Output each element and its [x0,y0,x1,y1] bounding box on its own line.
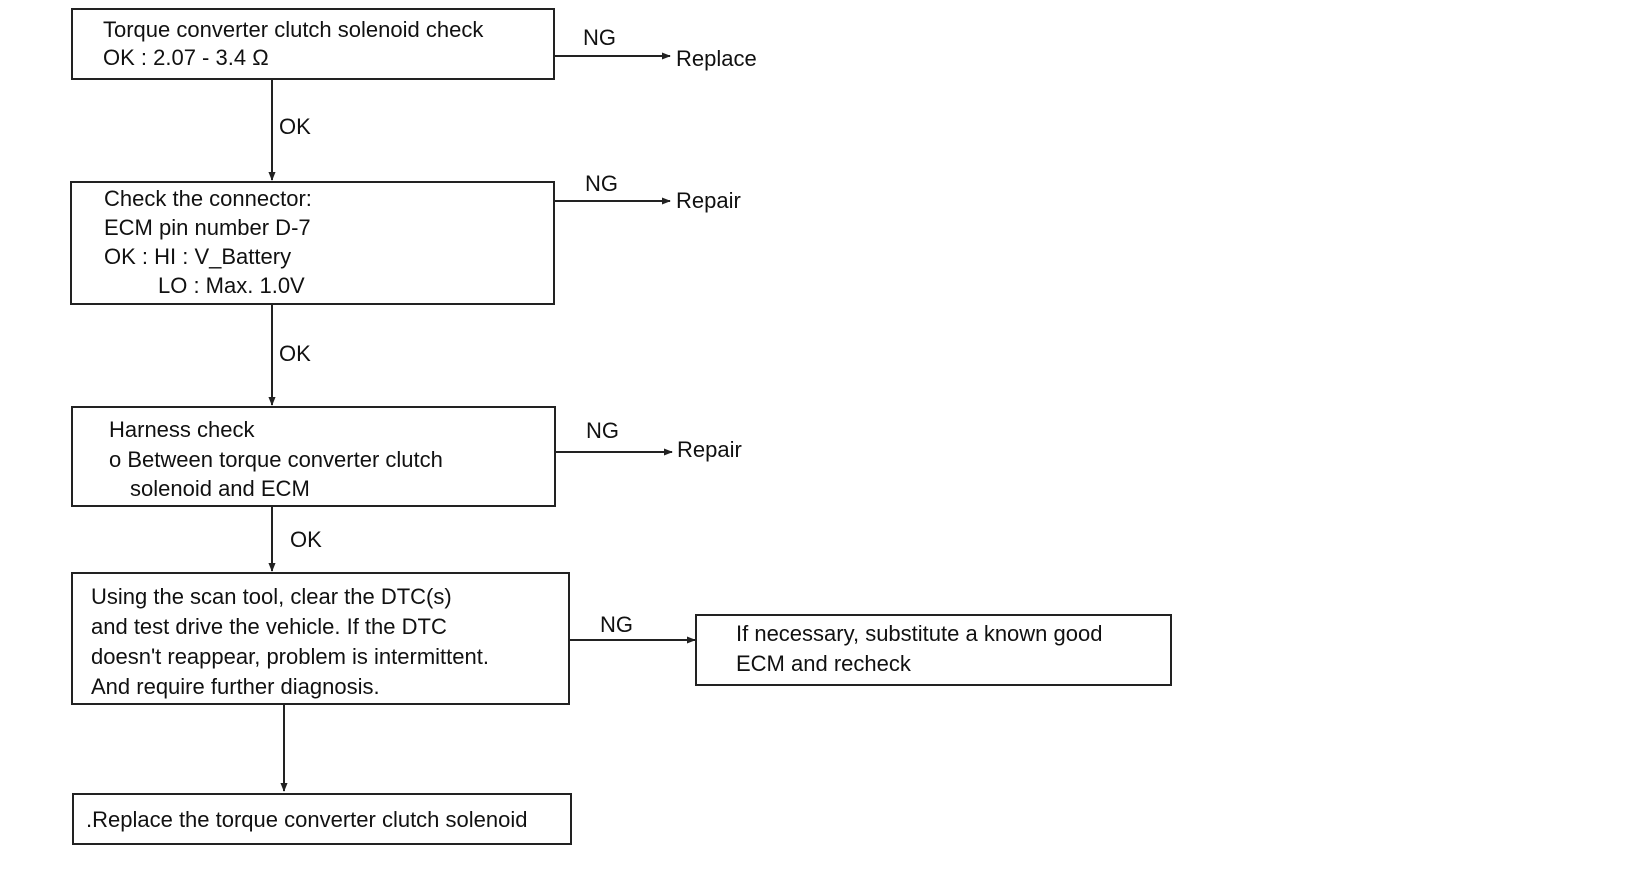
step-3-ng-label: NG [586,418,619,443]
step-4-box: Using the scan tool, clear the DTC(s) an… [71,572,570,705]
step-1-line-1: Torque converter clutch solenoid check [103,17,484,42]
step-4-line-3: doesn't reappear, problem is intermitten… [91,644,489,669]
step-1-ng-action: Replace [676,46,757,71]
step-2-ok-label: OK [279,341,311,366]
step-2-line-2: ECM pin number D-7 [104,215,311,240]
step-3-line-1: Harness check [109,417,255,442]
step-3-ng-action: Repair [677,437,742,462]
step-4-line-4: And require further diagnosis. [91,674,380,699]
step-1-line-2: OK : 2.07 - 3.4 Ω [103,45,269,70]
final-step-box: .Replace the torque converter clutch sol… [72,793,572,845]
step-4-ng-action-line-2: ECM and recheck [736,651,911,676]
step-2-line-3: OK : HI : V_Battery [104,244,292,269]
step-4-ng-label: NG [600,612,633,637]
step-1-box: Torque converter clutch solenoid check O… [71,8,555,80]
step-4-ng-action-box: If necessary, substitute a known good EC… [695,614,1172,686]
step-3-box: Harness check o Between torque converter… [71,406,556,507]
step-3-ok-label: OK [290,527,322,552]
step-1-ng-label: NG [583,25,616,50]
step-1-ok-label: OK [279,114,311,139]
step-2-line-4: LO : Max. 1.0V [158,273,305,298]
step-4-line-2: and test drive the vehicle. If the DTC [91,614,447,639]
step-4-ng-action-line-1: If necessary, substitute a known good [736,621,1103,646]
step-2-line-1: Check the connector: [104,186,312,211]
step-2-ng-label: NG [585,171,618,196]
final-step-text: .Replace the torque converter clutch sol… [86,807,528,832]
step-3-line-2: o Between torque converter clutch [109,447,443,472]
step-3-line-3: solenoid and ECM [130,476,310,501]
step-4-line-1: Using the scan tool, clear the DTC(s) [91,584,452,609]
step-2-ng-action: Repair [676,188,741,213]
step-2-box: Check the connector: ECM pin number D-7 … [70,181,555,305]
